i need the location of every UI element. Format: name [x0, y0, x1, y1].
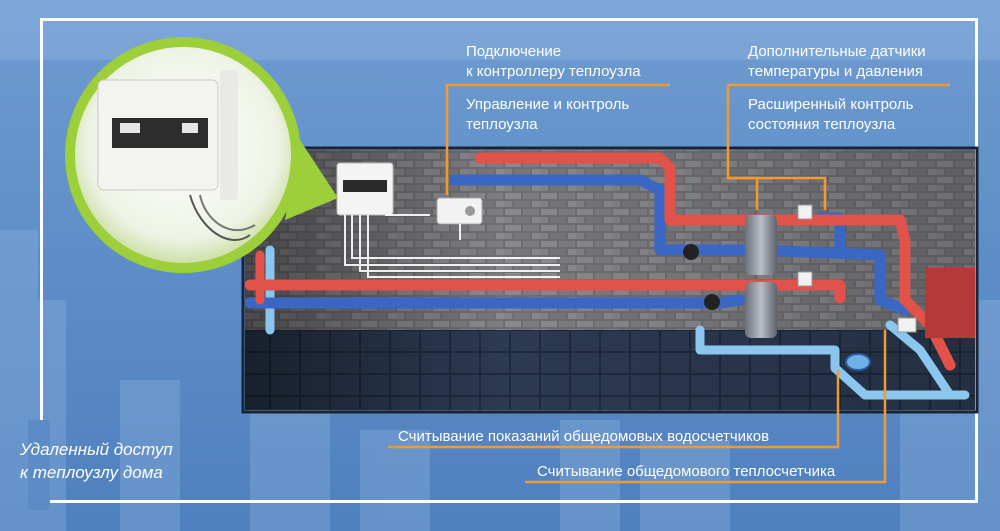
label-line: Управление и контроль	[466, 96, 630, 113]
label-heat-meter: Считывание общедомового теплосчетчика	[537, 463, 836, 480]
caption-line: Удаленный доступ	[20, 440, 173, 459]
remote-access-caption: Удаленный доступ к теплоузлу дома	[20, 438, 173, 484]
caption-line: к теплоузлу дома	[20, 463, 163, 482]
label-sensors: Дополнительные датчики температуры и дав…	[748, 42, 926, 82]
label-line: Подключение	[466, 43, 562, 60]
label-water-meters: Считывание показаний общедомовых водосче…	[398, 428, 770, 445]
label-line: Расширенный контроль	[748, 96, 914, 113]
pipes	[244, 152, 970, 400]
annotation-lines	[388, 83, 950, 484]
label-extended-control: Расширенный контроль состояния теплоузла	[748, 95, 914, 135]
label-line: температуры и давления	[748, 63, 923, 80]
label-line: теплоузла	[466, 116, 538, 133]
label-line: Дополнительные датчики	[748, 43, 926, 60]
label-line: к контроллеру теплоузла	[466, 63, 641, 80]
controller-zoom	[65, 37, 338, 273]
signal-wires	[344, 214, 560, 278]
label-controller-connection: Подключение к контроллеру теплоузла	[466, 42, 641, 82]
label-control: Управление и контроль теплоузла	[466, 95, 629, 135]
frame-gap	[28, 420, 50, 510]
equipment	[336, 162, 975, 371]
label-line: состояния теплоузла	[748, 116, 896, 133]
